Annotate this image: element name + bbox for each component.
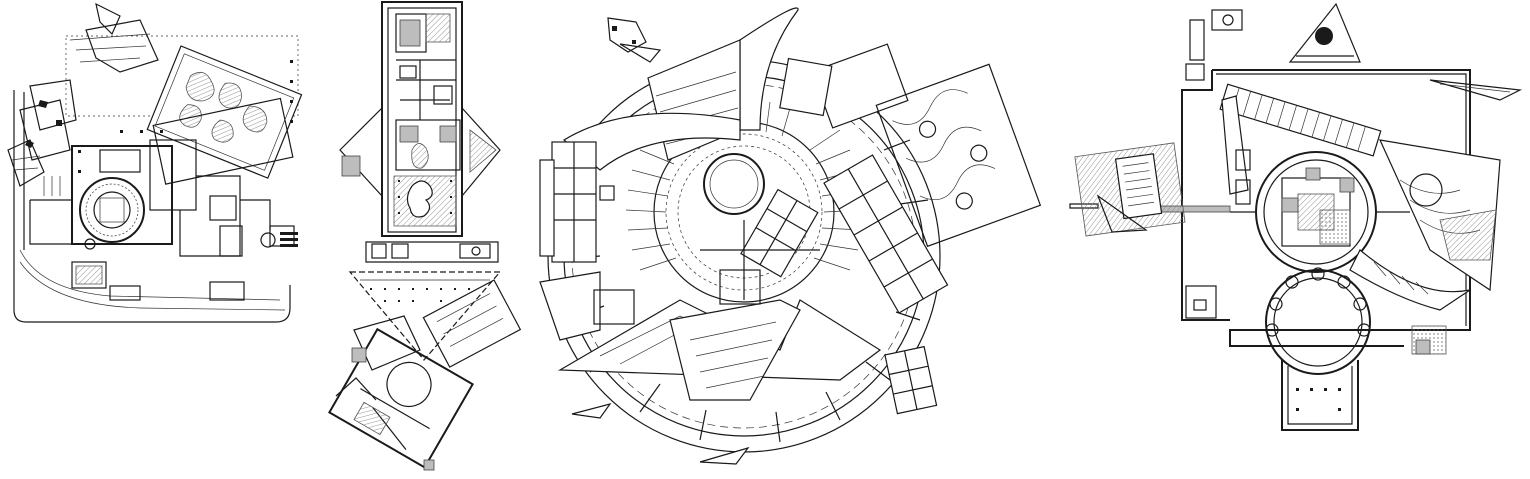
site-boundary <box>13 90 291 323</box>
plan-2 <box>328 1 522 471</box>
lower-rotunda <box>1265 269 1371 375</box>
plan-1 <box>7 2 303 323</box>
central-oculus <box>703 153 765 215</box>
plan-3 <box>539 7 1042 465</box>
main-block <box>71 145 173 245</box>
tall-block <box>381 1 463 237</box>
outer-wall <box>1181 69 1471 347</box>
plan-4 <box>1069 2 1523 431</box>
rotunda <box>79 177 145 243</box>
rotated-block <box>146 45 303 179</box>
crescent-wall <box>739 7 799 131</box>
